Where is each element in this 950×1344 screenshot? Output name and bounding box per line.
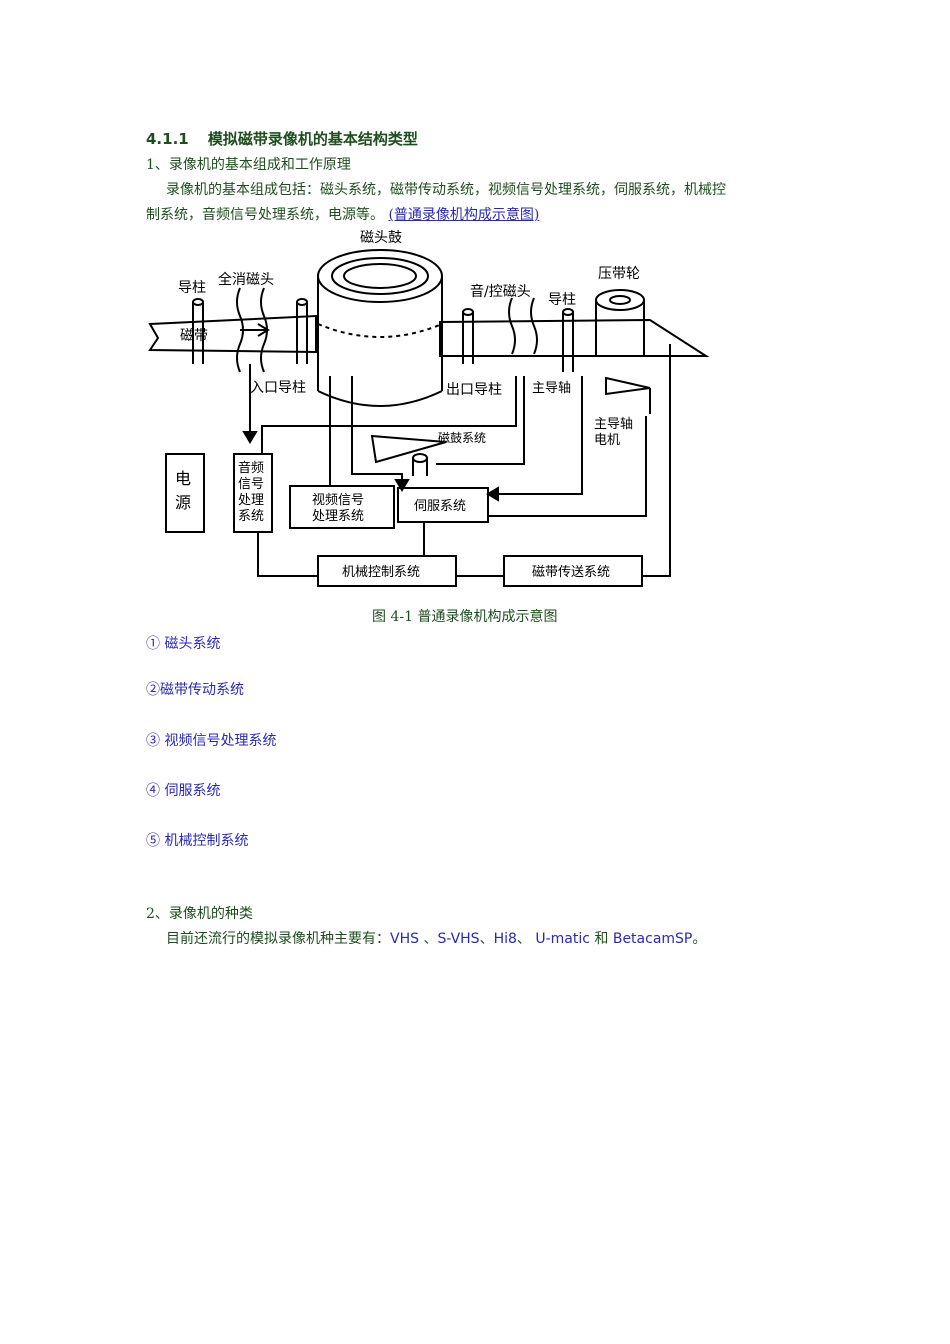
label-erase-head: 全消磁头 — [218, 271, 274, 288]
label-audio-1: 音频 — [238, 460, 264, 476]
system-item-1: ① 磁头系统 — [146, 636, 221, 652]
pinch-roller — [595, 289, 645, 311]
format-hi8: Hi8 — [493, 931, 517, 947]
sep-3: 、 — [516, 931, 536, 947]
end-mark: 。 — [692, 931, 707, 947]
vcr-diagram: 磁头鼓 导柱 全消磁头 磁带 音/控磁头 导柱 压带轮 入口导柱 出口导柱 主导… — [148, 230, 710, 587]
sep-2: 、 — [479, 931, 494, 947]
label-servo: 伺服系统 — [414, 499, 466, 514]
label-audio-control-head: 音/控磁头 — [470, 283, 531, 300]
audio-control-head — [508, 297, 538, 355]
figure-caption: 图 4-1 普通录像机构成示意图 — [372, 609, 558, 625]
tape-band — [148, 314, 317, 354]
conj: 和 — [589, 931, 613, 947]
format-svhs: S-VHS — [437, 931, 480, 947]
tape-band-right — [439, 318, 710, 357]
format-vhs: VHS — [390, 931, 419, 947]
label-power-1: 电 — [175, 469, 191, 488]
label-pinch-roller: 压带轮 — [598, 266, 640, 282]
sep-1: 、 — [419, 931, 438, 947]
label-audio-3: 处理 — [238, 493, 264, 508]
sub2-heading: 2、录像机的种类 — [146, 906, 253, 922]
label-audio-4: 系统 — [238, 509, 264, 524]
label-tape: 磁带 — [180, 328, 208, 344]
label-video-2: 处理系统 — [312, 509, 364, 524]
section-title: 模拟磁带录像机的基本结构类型 — [207, 130, 418, 148]
system-item-5: ⑤ 机械控制系统 — [146, 833, 249, 849]
label-drum: 磁头鼓 — [360, 230, 402, 246]
label-guide-post: 导柱 — [178, 280, 206, 296]
label-capstan-motor-1: 主导轴 — [594, 417, 633, 432]
section-heading: 4.1.1 模拟磁带录像机的基本结构类型 — [146, 128, 418, 149]
label-guide-post-2: 导柱 — [548, 292, 576, 308]
label-capstan: 主导轴 — [532, 381, 571, 396]
section-number: 4.1.1 — [146, 130, 189, 148]
label-audio-2: 信号 — [238, 477, 264, 492]
label-video-1: 视频信号 — [312, 493, 364, 508]
label-transport: 磁带传送系统 — [532, 565, 610, 580]
system-item-4: ④ 伺服系统 — [146, 783, 221, 799]
format-umatic: U-matic — [535, 931, 590, 947]
formats-line: 目前还流行的模拟录像机种主要有：VHS 、S-VHS、Hi8、 U-matic … — [166, 927, 706, 951]
system-item-2: ②磁带传动系统 — [146, 682, 244, 698]
system-item-3: ③ 视频信号处理系统 — [146, 733, 277, 749]
sub1-heading: 1、录像机的基本组成和工作原理 — [146, 157, 351, 173]
label-drum-system: 磁鼓系统 — [438, 430, 486, 445]
paragraph-line-2-text: 制系统，音频信号处理系统，电源等。 — [146, 207, 384, 223]
label-capstan-motor-2: 电机 — [594, 433, 620, 448]
formats-intro: 目前还流行的模拟录像机种主要有： — [166, 931, 390, 947]
label-entry-post: 入口导柱 — [250, 380, 306, 396]
paragraph-line-2: 制系统，音频信号处理系统，电源等。 (普通录像机构成示意图) — [146, 203, 539, 227]
label-power-2: 源 — [175, 493, 191, 512]
label-exit-post: 出口导柱 — [446, 382, 502, 398]
diagram-link[interactable]: (普通录像机构成示意图) — [388, 207, 540, 223]
label-mech: 机械控制系统 — [342, 565, 420, 580]
paragraph-line-1: 录像机的基本组成包括：磁头系统，磁带传动系统，视频信号处理系统，伺服系统，机械控 — [166, 182, 726, 198]
format-betacamsp: BetacamSP — [612, 931, 693, 947]
